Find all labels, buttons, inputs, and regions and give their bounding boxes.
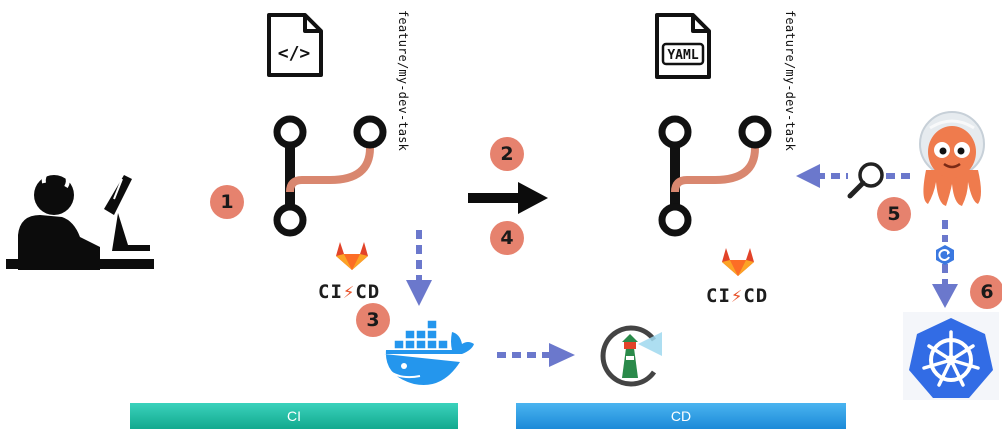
push-arrow-icon (468, 182, 548, 214)
dashed-arrow-down-icon (406, 230, 432, 306)
branch-label: feature/my-dev-task (783, 10, 797, 152)
dashed-arrow-right-icon (497, 343, 575, 367)
magnifier-icon (847, 162, 884, 199)
git-branch-icon (658, 115, 772, 237)
step-badge-2: 2 (490, 137, 524, 171)
step-badge-6: 6 (970, 275, 1002, 309)
gitlab-logo-icon (722, 248, 754, 276)
image-updater-lighthouse-icon (600, 325, 662, 387)
ci-stage-bar: CI (130, 403, 458, 429)
gitlab-logo-icon (336, 242, 368, 270)
docker-whale-icon (384, 320, 474, 386)
svg-text:</>: </> (278, 43, 311, 64)
bolt-icon: ⚡ (730, 285, 744, 307)
dashed-arrow-down-icon (932, 220, 958, 308)
cd-stage-bar: CD (516, 403, 846, 429)
dashed-line-icon (886, 173, 912, 179)
developer-icon (6, 166, 154, 270)
step-badge-4: 4 (490, 221, 524, 255)
svg-text:YAML: YAML (667, 48, 698, 63)
sync-icon (936, 245, 954, 265)
step-badge-1: 1 (210, 185, 244, 219)
branch-label: feature/my-dev-task (396, 10, 410, 152)
git-branch-icon (273, 115, 387, 237)
step-badge-5: 5 (877, 197, 911, 231)
kubernetes-logo-icon (903, 312, 999, 400)
yaml-document-icon: YAML (655, 13, 711, 79)
step-badge-3: 3 (356, 303, 390, 337)
cicd-label: CI⚡CD (706, 285, 769, 307)
code-document-icon: </> (267, 13, 323, 77)
argocd-octopus-icon (919, 111, 985, 206)
cicd-label: CI⚡CD (318, 281, 381, 303)
dashed-arrow-left-icon (796, 164, 848, 188)
bolt-icon: ⚡ (342, 281, 356, 303)
